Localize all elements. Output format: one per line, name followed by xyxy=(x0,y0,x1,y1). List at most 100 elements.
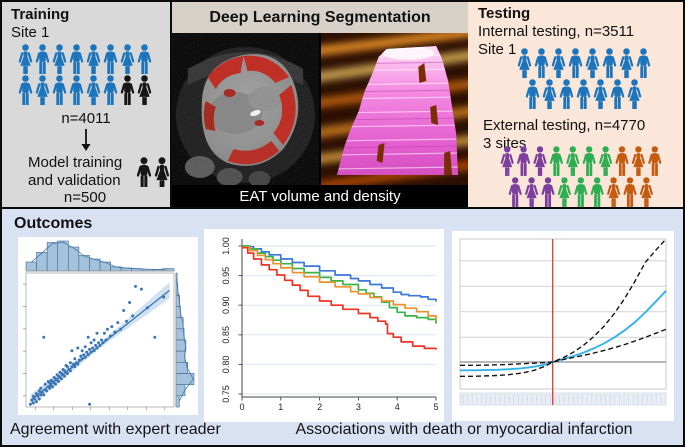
internal-people-row-1 xyxy=(516,48,652,78)
scatter-jointplot xyxy=(23,240,195,410)
svg-text:2: 2 xyxy=(317,402,322,412)
associations-caption: Associations with death or myocardial in… xyxy=(295,421,633,438)
segmentation-title: Deep Learning Segmentation xyxy=(172,2,468,33)
svg-text:4: 4 xyxy=(395,402,400,412)
person-icon xyxy=(610,79,625,109)
external-people-row-2 xyxy=(507,177,655,207)
hazard-card xyxy=(452,231,674,421)
people-row-svg xyxy=(517,48,651,78)
person-icon xyxy=(593,79,608,109)
person-icon xyxy=(120,44,135,74)
person-icon xyxy=(602,48,617,78)
person-icon xyxy=(120,75,135,105)
person-icon xyxy=(639,177,653,207)
svg-text:1: 1 xyxy=(278,402,283,412)
hazard-ratio-chart xyxy=(459,238,667,406)
person-icon xyxy=(69,44,84,74)
svg-text:3: 3 xyxy=(356,402,361,412)
person-icon xyxy=(551,48,566,78)
person-icon xyxy=(590,177,604,207)
person-icon xyxy=(103,75,118,105)
person-icon xyxy=(69,75,84,105)
person-icon xyxy=(619,48,634,78)
external-sites-label: 3 sites xyxy=(483,135,527,152)
people-row-svg xyxy=(508,177,653,207)
person-icon xyxy=(599,146,613,176)
person-icon xyxy=(648,146,662,176)
training-n-label: n=4011 xyxy=(61,110,111,127)
svg-text:0.75: 0.75 xyxy=(221,385,231,403)
svg-text:0.90: 0.90 xyxy=(221,296,231,314)
person-icon xyxy=(517,146,531,176)
training-people-row-1 xyxy=(17,44,153,74)
training-title: Training xyxy=(11,6,70,23)
person-icon xyxy=(137,44,152,74)
people-row-svg xyxy=(18,75,152,105)
person-icon xyxy=(541,177,555,207)
outcomes-title: Outcomes xyxy=(14,215,93,232)
person-icon xyxy=(137,75,152,105)
scatter-caption: Agreement with expert reader xyxy=(10,421,221,438)
person-icon xyxy=(533,146,547,176)
external-testing-label: External testing, n=4770 xyxy=(483,117,646,134)
people-row-svg xyxy=(18,44,152,74)
training-people-row-2 xyxy=(17,75,153,105)
person-icon xyxy=(559,79,574,109)
down-arrow-icon xyxy=(81,129,91,151)
segmentation-images xyxy=(172,33,468,185)
internal-testing-label: Internal testing, n=3511 xyxy=(478,23,635,40)
internal-site-label: Site 1 xyxy=(478,41,517,58)
svg-text:0: 0 xyxy=(239,402,244,412)
person-icon xyxy=(623,177,637,207)
ct-image xyxy=(172,33,319,185)
person-icon xyxy=(534,48,549,78)
person-icon xyxy=(86,44,101,74)
svg-text:5: 5 xyxy=(433,402,438,412)
person-icon xyxy=(615,146,629,176)
training-site-label: Site 1 xyxy=(11,24,50,41)
person-icon xyxy=(636,48,651,78)
model-n-label: n=500 xyxy=(63,189,107,206)
person-icon xyxy=(557,177,571,207)
person-icon xyxy=(525,177,539,207)
person-icon xyxy=(568,48,583,78)
person-icon xyxy=(86,75,101,105)
person-icon xyxy=(576,79,591,109)
person-icon xyxy=(585,48,600,78)
person-icon xyxy=(607,177,621,207)
scatter-card xyxy=(18,237,198,415)
person-icon xyxy=(18,44,33,74)
model-training-label: Model training and validation xyxy=(28,154,123,189)
eat-3d-image xyxy=(321,33,468,185)
person-icon xyxy=(500,146,514,176)
person-icon xyxy=(52,44,67,74)
person-icon xyxy=(35,44,50,74)
person-icon xyxy=(18,75,33,105)
person-icon xyxy=(136,157,152,187)
testing-panel: Testing Internal testing, n=3511 Site 1 … xyxy=(468,2,683,207)
training-panel: Training Site 1 n=4011 Model training an… xyxy=(2,2,172,207)
person-icon xyxy=(549,146,563,176)
segmentation-panel: Deep Learning Segmentation xyxy=(172,2,468,207)
people-row-svg xyxy=(136,157,170,187)
person-icon xyxy=(582,146,596,176)
person-icon xyxy=(627,79,642,109)
person-icon xyxy=(103,44,118,74)
people-row-svg xyxy=(500,146,662,176)
people-row-svg xyxy=(525,79,642,109)
svg-text:0.85: 0.85 xyxy=(221,326,231,344)
testing-title: Testing xyxy=(478,5,531,22)
person-icon xyxy=(631,146,645,176)
svg-text:0.95: 0.95 xyxy=(221,267,231,285)
person-icon xyxy=(574,177,588,207)
svg-text:1.00: 1.00 xyxy=(221,237,231,255)
person-icon xyxy=(525,79,540,109)
external-people-row-1 xyxy=(499,146,663,176)
segmentation-caption: EAT volume and density xyxy=(172,185,468,207)
person-icon xyxy=(542,79,557,109)
person-icon xyxy=(508,177,522,207)
svg-text:0.80: 0.80 xyxy=(221,356,231,374)
person-icon xyxy=(566,146,580,176)
